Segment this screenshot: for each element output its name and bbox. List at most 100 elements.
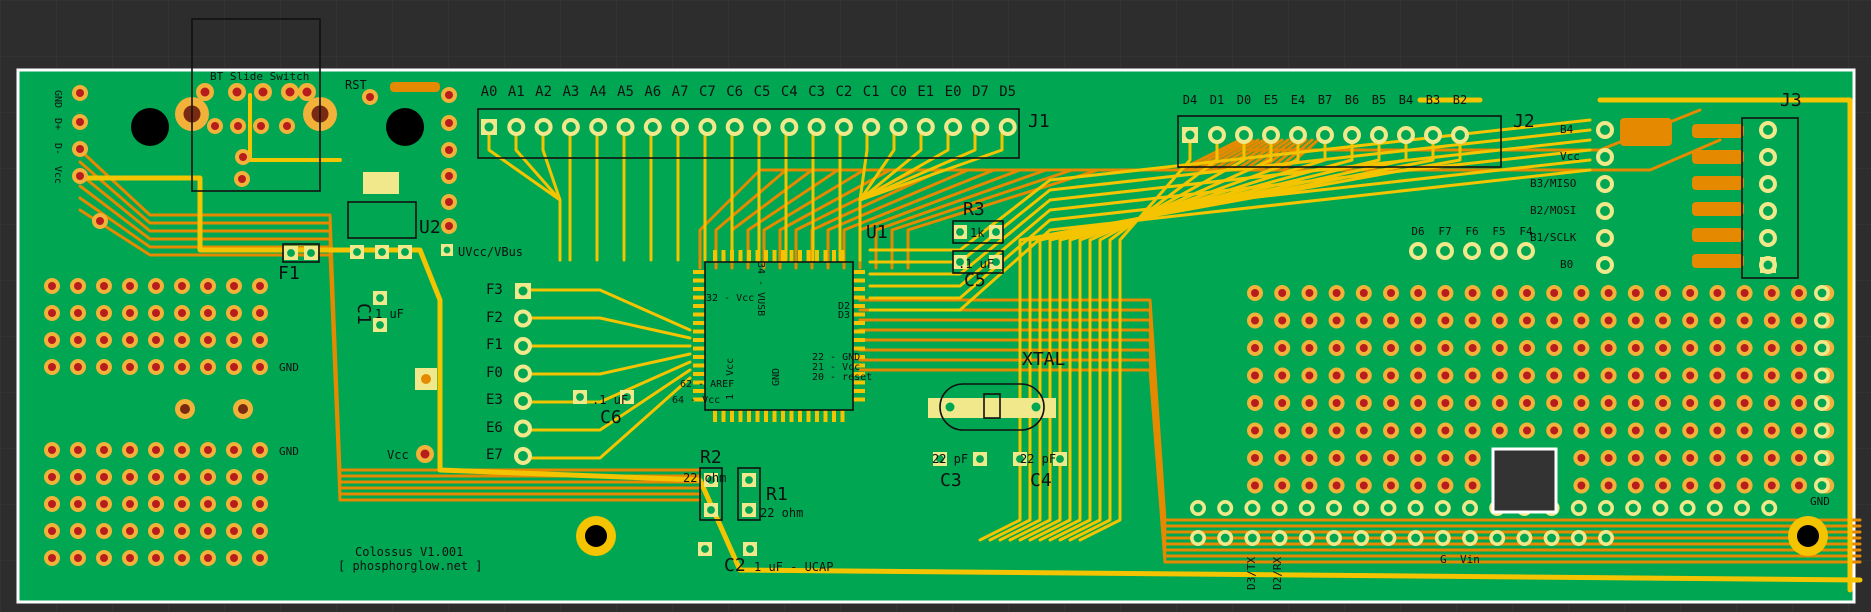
proto-pad-right-hole	[1631, 289, 1640, 297]
proto-pad-hole	[48, 309, 56, 317]
ic-pin	[840, 250, 845, 262]
proto-pad-right-hole	[1495, 399, 1504, 407]
proto-pad-hole	[126, 363, 134, 371]
proto-pad-right-hole	[1468, 289, 1477, 297]
usb-pin-dplus-label: D+	[52, 118, 63, 131]
vcc-pad-hole	[420, 449, 430, 459]
ic-pin	[823, 250, 828, 262]
board-url: [ phosphorglow.net ]	[338, 559, 483, 573]
usb-pad-0-hole	[76, 89, 84, 97]
j1-pin-16-hole	[893, 122, 904, 132]
j3-pin-label: B1/SCLK	[1530, 231, 1577, 244]
f-col-label: F0	[486, 364, 503, 381]
j1-pin-label: C3	[808, 84, 826, 100]
bottom-trace	[842, 138, 1296, 270]
f-col-label: F2	[486, 309, 503, 326]
proto-pad-right-hole	[1795, 426, 1803, 435]
proto-pad-right-hole	[1359, 316, 1368, 325]
bottom-trace	[858, 368, 1862, 564]
proto-pad-right-hole	[1577, 316, 1586, 325]
c2-value: 1 uF - UCAP	[754, 560, 834, 574]
switch-pin-b-2-hole	[257, 122, 265, 130]
proto-pad-right-hole	[1686, 481, 1695, 490]
ic-pin	[853, 372, 865, 376]
j2-trace	[1068, 133, 1219, 542]
f-col-pin-1-hole	[518, 286, 528, 296]
proto-pad-right-hole	[1495, 426, 1504, 435]
proto-pad-right-hole	[1550, 426, 1559, 435]
j2-trace	[1058, 133, 1246, 542]
proto-pad-hole	[74, 282, 82, 290]
proto-bottom-pad-hole	[1492, 533, 1502, 543]
proto-pad-hole	[230, 500, 238, 508]
proto-pad-right-hole	[1441, 454, 1450, 462]
r3-outline	[952, 220, 1004, 244]
j3-pin-label: Vcc	[1560, 150, 1580, 163]
r1-pad-a-hole	[745, 476, 753, 484]
f-row-pad-4-hole	[1521, 246, 1531, 256]
proto-pad-right-hole	[1767, 399, 1776, 407]
proto-pad-right-hole	[1332, 344, 1341, 352]
proto-pad-right-hole	[1495, 371, 1504, 380]
proto-pad-hole	[74, 500, 82, 508]
j1-pin-4-hole	[565, 122, 576, 132]
switch-pin-b-0-hole	[211, 122, 219, 130]
vin-label: Vin	[1460, 553, 1480, 566]
proto-pad-right-hole	[1523, 316, 1531, 325]
proto-pad-hole	[230, 554, 238, 562]
proto-pad-right-hole	[1332, 399, 1341, 407]
proto-bottom-pad-hole	[1764, 503, 1774, 513]
f-col-pad-3-hole	[518, 368, 528, 379]
j2-ref: J2	[1513, 111, 1535, 132]
proto-pad-right-hole	[1686, 289, 1695, 297]
proto-pad-right-hole	[1468, 316, 1477, 325]
xtal-outline	[939, 383, 1045, 431]
j3-left-pad-0-hole	[1600, 125, 1610, 135]
proto-bottom-pad-hole	[1384, 533, 1393, 543]
proto-bottom-pad-hole	[1601, 503, 1611, 513]
proto-bottom-pad-hole	[1465, 503, 1475, 513]
c5-outline	[952, 250, 1004, 274]
proto-pad-right-hole	[1414, 426, 1423, 435]
j2-trace	[1078, 133, 1192, 542]
bottom-trace	[78, 172, 702, 484]
j1-trace	[541, 125, 562, 262]
f-row-label: D6	[1411, 225, 1425, 238]
r1-pad-b-hole	[745, 506, 753, 514]
proto-bottom-pad-hole	[1302, 503, 1312, 513]
proto-pad-right-hole	[1414, 344, 1423, 352]
usb-pad-3-hole	[76, 172, 84, 180]
proto-bottom-pad-hole	[1356, 533, 1366, 543]
ic-pin	[693, 304, 705, 308]
bottom-trace	[78, 208, 702, 502]
proto-pad-right-hole	[1414, 399, 1423, 407]
j2-pin-label: B3	[1425, 93, 1441, 107]
ic-pin	[815, 250, 819, 262]
proto-pad-right-hole	[1387, 344, 1395, 352]
ic-pin	[853, 338, 865, 342]
j3-pin-5-hole	[1763, 233, 1773, 243]
proto-pad-hole	[178, 282, 186, 290]
j2-pin-label: B4	[1398, 93, 1414, 107]
proto-pad-right-hole	[1740, 481, 1749, 490]
proto-pad-right-hole	[1359, 426, 1368, 435]
j1-pin-3-hole	[538, 122, 549, 132]
ic-pin	[693, 372, 705, 376]
ic-pin21-label: 21 - Vcc	[812, 362, 861, 373]
j1-pin-15-hole	[866, 122, 877, 132]
j3-pin-label: B4	[1560, 123, 1574, 136]
c3-pad-b-hole	[976, 455, 984, 463]
proto-pad-right-hole	[1577, 344, 1586, 352]
proto-pad-right-hole	[1523, 289, 1531, 297]
proto-pad-right-hole	[1359, 289, 1368, 297]
ic-pin	[789, 410, 794, 422]
proto-pad-right-hole	[1767, 371, 1776, 380]
ic-pin	[764, 250, 768, 262]
led-pad-a-hole	[180, 404, 190, 414]
proto-pad-right-hole	[1550, 399, 1559, 407]
proto-pad-right-hole	[1414, 481, 1423, 490]
proto-pad-hole	[230, 309, 238, 317]
j3-left-pad-2-hole	[1600, 179, 1610, 189]
bt-switch-outline	[191, 18, 321, 192]
proto-bottom-pad-hole	[1411, 533, 1420, 543]
